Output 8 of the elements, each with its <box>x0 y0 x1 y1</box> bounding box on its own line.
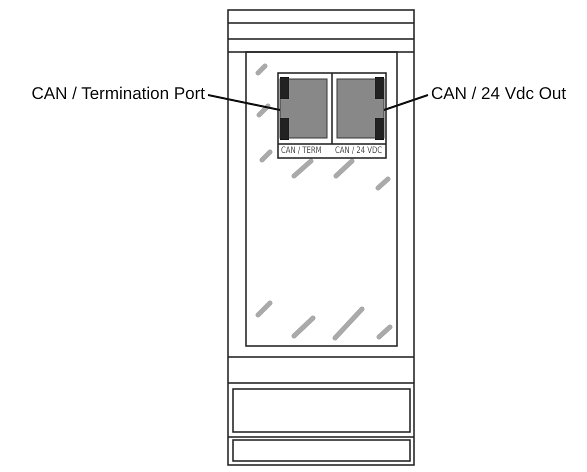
callout-label: CAN / Termination Port <box>31 84 205 104</box>
callout-label: CAN / 24 Vdc Out <box>431 84 566 104</box>
port-label: CAN / TERM <box>281 146 322 156</box>
leader-line <box>208 94 280 111</box>
port-label: CAN / 24 VDC <box>335 146 382 156</box>
port-connector <box>336 77 384 140</box>
leader-line <box>384 94 428 111</box>
port-connector <box>280 77 328 140</box>
